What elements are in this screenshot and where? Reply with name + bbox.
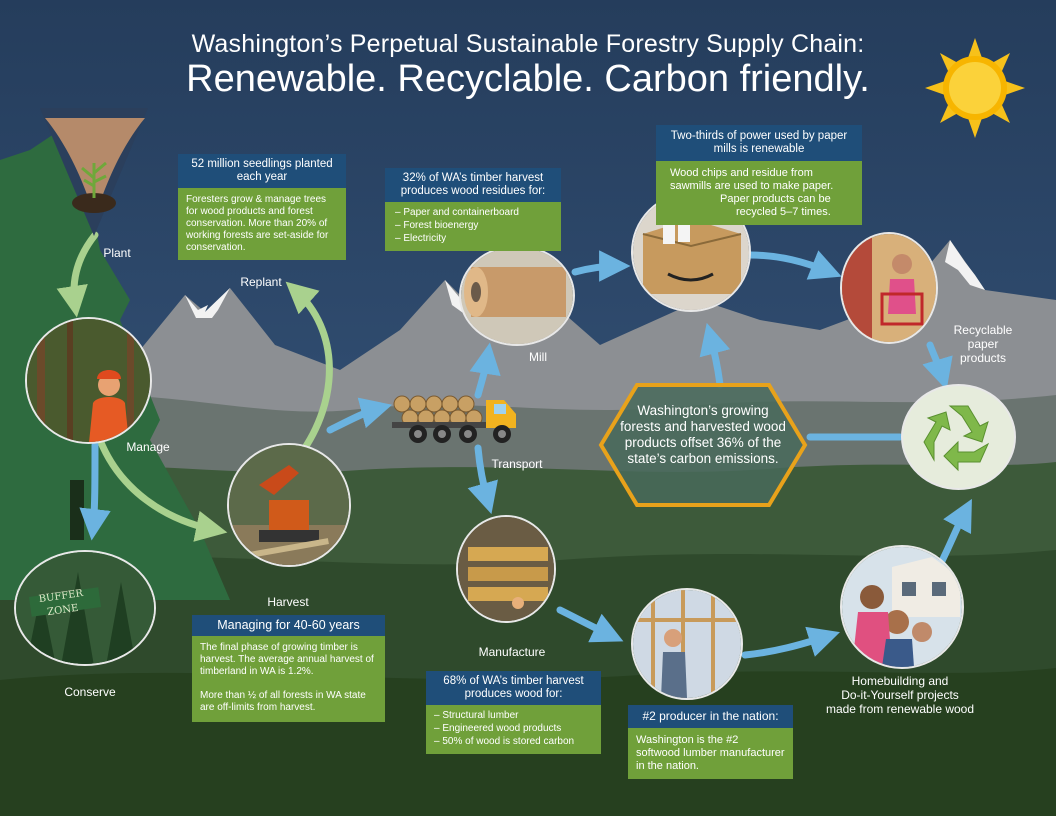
replant-info-box: 52 million seedlings planted each year F… bbox=[178, 154, 346, 260]
producer-box-header: #2 producer in the nation: bbox=[628, 705, 793, 728]
conserve-buffer-zone-image bbox=[14, 550, 156, 666]
list-item: – Engineered wood products bbox=[434, 723, 562, 734]
manage-forester-image bbox=[25, 317, 152, 444]
shopper-with-cart-image bbox=[840, 232, 938, 344]
family-home-image bbox=[840, 545, 964, 669]
manufacture-label: Manufacture bbox=[478, 645, 546, 659]
title-line-1: Washington’s Perpetual Sustainable Fores… bbox=[191, 30, 865, 58]
mill-box-header: 32% of WA’s timber harvest produces wood… bbox=[385, 168, 561, 202]
harvest-box-body-2: More than ½ of all forests in WA state a… bbox=[200, 690, 366, 713]
arrow-transport-to-manufacture bbox=[467, 444, 498, 515]
arrow-manage-to-conserve bbox=[79, 441, 111, 541]
arrow-paper-to-retail bbox=[746, 250, 842, 280]
manufacture-info-box: 68% of WA’s timber harvest produces wood… bbox=[426, 671, 601, 754]
mill-paper-roll-image bbox=[459, 245, 575, 346]
arrow-plant-to-manage bbox=[56, 231, 99, 318]
title-line-2: Renewable. Recyclable. Carbon friendly. bbox=[186, 58, 870, 100]
harvest-box-body-1: The final phase of growing timber is har… bbox=[200, 642, 374, 677]
harvest-machine-image bbox=[227, 443, 351, 567]
mill-label: Mill bbox=[529, 350, 547, 364]
harvest-info-box: Managing for 40-60 years The final phase… bbox=[192, 615, 385, 722]
arrow-mill-to-paper bbox=[571, 250, 631, 282]
builder-framing-image bbox=[631, 588, 743, 700]
harvest-box-header: Managing for 40-60 years bbox=[192, 615, 385, 636]
manufacture-box-header: 68% of WA’s timber harvest produces wood… bbox=[426, 671, 601, 705]
carbon-offset-text: Washington’s growing forests and harvest… bbox=[620, 403, 786, 466]
paper-box-header: Two-thirds of power used by paper mills … bbox=[656, 125, 862, 161]
mill-box-list: – Paper and containerboard – Forest bioe… bbox=[395, 207, 551, 245]
plant-label: Plant bbox=[103, 246, 131, 260]
manufacture-box-list: – Structural lumber – Engineered wood pr… bbox=[434, 710, 593, 748]
conserve-label: Conserve bbox=[64, 685, 116, 699]
list-item: – Electricity bbox=[395, 233, 447, 244]
list-item: – Structural lumber bbox=[434, 710, 519, 721]
homebuilding-label: Homebuilding and Do-it-Yourself projects… bbox=[825, 674, 975, 716]
list-item: – Paper and containerboard bbox=[395, 207, 519, 218]
transport-log-truck-image bbox=[392, 395, 516, 443]
paper-info-box: Two-thirds of power used by paper mills … bbox=[656, 125, 862, 225]
harvest-label: Harvest bbox=[267, 595, 309, 609]
list-item: – 50% of wood is stored carbon bbox=[434, 736, 575, 747]
producer-info-box: #2 producer in the nation: Washington is… bbox=[628, 705, 793, 779]
arrow-manufacture-to-builder bbox=[556, 606, 624, 643]
plant-seedling-image bbox=[40, 108, 148, 236]
transport-label: Transport bbox=[491, 457, 543, 471]
producer-box-body: Washington is the #2 softwood lumber man… bbox=[628, 728, 793, 779]
arrow-retail-to-recycle bbox=[922, 341, 953, 391]
replant-label: Replant bbox=[240, 275, 282, 289]
arrow-manage-to-harvest bbox=[96, 436, 228, 542]
sun-icon bbox=[925, 38, 1025, 138]
carbon-offset-hexagon bbox=[598, 383, 808, 507]
manufacture-lumber-mill-image bbox=[456, 515, 556, 623]
arrow-transport-to-mill bbox=[469, 342, 501, 399]
replant-box-header: 52 million seedlings planted each year bbox=[178, 154, 346, 188]
arrow-harvest-to-transport bbox=[326, 397, 393, 434]
recycle-image bbox=[901, 384, 1016, 490]
paper-box-body: Wood chips and residue from sawmills are… bbox=[656, 161, 862, 225]
arrow-carbon-to-paper bbox=[699, 322, 731, 389]
arrow-harvest-to-replant bbox=[285, 281, 333, 459]
replant-box-body: Foresters grow & manage trees for wood p… bbox=[178, 188, 346, 260]
mill-info-box: 32% of WA’s timber harvest produces wood… bbox=[385, 168, 561, 251]
arrow-builder-to-home bbox=[741, 626, 840, 659]
manage-label: Manage bbox=[126, 440, 170, 454]
list-item: – Forest bioenergy bbox=[395, 220, 479, 231]
recyclable-paper-label: Recyclable paper products bbox=[953, 323, 1013, 365]
